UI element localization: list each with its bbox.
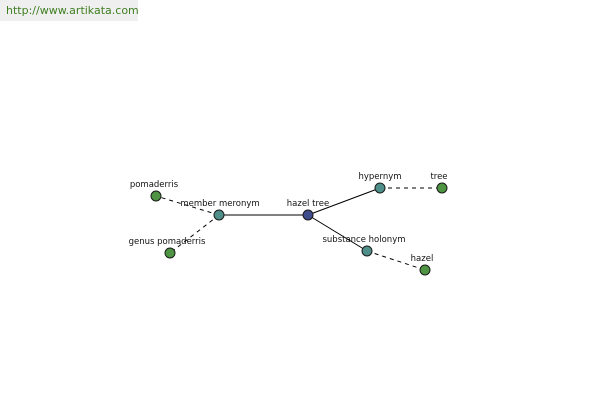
edge-hazel-tree-to-substance-holonym <box>307 214 368 252</box>
node-label-pomaderris: pomaderris <box>130 180 179 190</box>
node-member-meronym[interactable] <box>213 209 225 221</box>
node-hazel-tree[interactable] <box>302 209 314 221</box>
node-genus-pomaderris[interactable] <box>164 247 176 259</box>
node-label-tree: tree <box>430 172 447 182</box>
node-substance-holonym[interactable] <box>361 245 373 257</box>
node-tree[interactable] <box>436 182 448 194</box>
node-hypernym[interactable] <box>374 182 386 194</box>
node-hazel[interactable] <box>419 264 431 276</box>
node-label-genus-pomaderris: genus pomaderris <box>129 237 206 247</box>
edge-substance-holonym-to-hazel <box>366 250 426 271</box>
node-label-hazel-tree: hazel tree <box>287 199 329 209</box>
edges-layer <box>155 187 442 271</box>
node-label-member-meronym: member meronym <box>180 199 259 209</box>
labels-layer: hazel tree hypernym tree member meronympoma… <box>129 172 448 264</box>
node-label-substance-holonym: substance holonym <box>322 235 405 245</box>
edge-hazel-tree-to-hypernym <box>307 187 381 216</box>
edge-member-meronym-to-pomaderris <box>155 195 220 216</box>
node-pomaderris[interactable] <box>150 190 162 202</box>
nodes-layer <box>150 182 448 276</box>
node-label-hypernym: hypernym <box>358 172 401 182</box>
edge-member-meronym-to-genus-pomaderris <box>169 214 220 254</box>
source-url-link[interactable]: http://www.artikata.com <box>0 0 139 21</box>
node-label-hazel: hazel <box>411 254 434 264</box>
